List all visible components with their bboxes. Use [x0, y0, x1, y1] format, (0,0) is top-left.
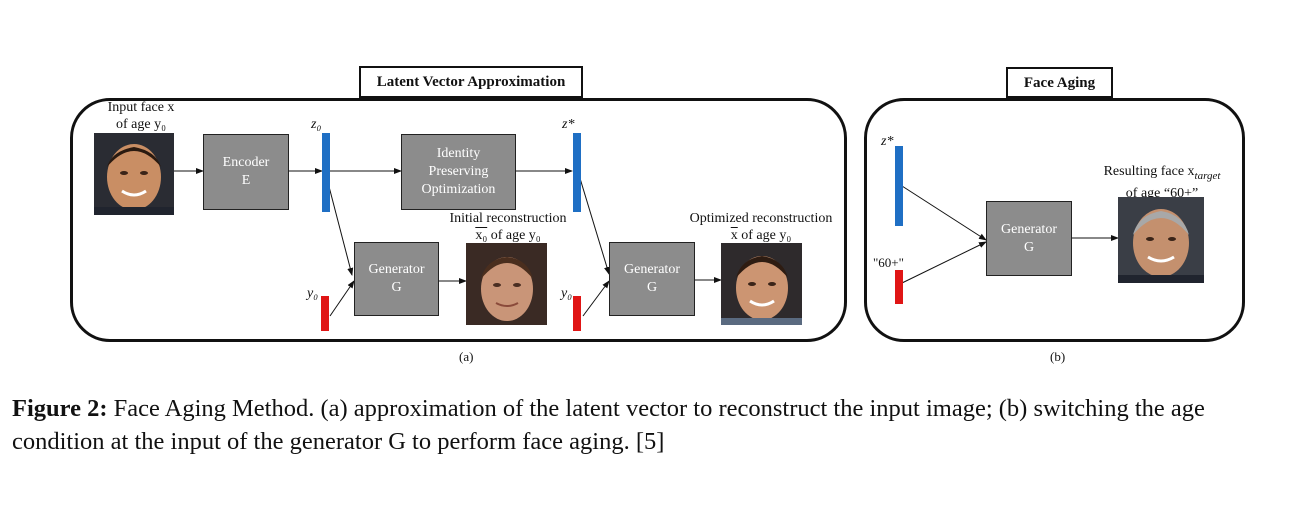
- initial-reconstruction-image: [466, 243, 547, 325]
- generator1-symbol: G: [391, 280, 402, 295]
- input-face-image: [94, 133, 174, 215]
- encoder-block: Encoder E: [203, 134, 289, 210]
- initial-reconstruction-age: of age y₀: [487, 228, 541, 243]
- age-condition-label: "60+": [873, 255, 904, 270]
- panel-b-title: Face Aging: [1006, 67, 1113, 98]
- generator2-symbol: G: [646, 280, 658, 295]
- y0-condition-vector-1: [321, 296, 329, 331]
- figure-caption: Figure 2: Face Aging Method. (a) approxi…: [12, 392, 1282, 458]
- zstar-label-a: z*: [562, 117, 575, 132]
- panel-a-label: (a): [459, 349, 474, 364]
- generator-block-b: Generator G: [986, 201, 1072, 276]
- y0-label-2: y₀: [561, 286, 573, 301]
- resulting-face-image: [1118, 197, 1204, 283]
- z0-latent-vector: [322, 133, 330, 212]
- generator-b-symbol: G: [1023, 239, 1035, 255]
- arrow-y0-to-generator1: [329, 280, 355, 317]
- resulting-face-line1: Resulting face xtarget: [1092, 163, 1232, 185]
- optimized-reconstruction-age: of age y₀: [737, 228, 792, 243]
- generator2-label: Generator: [624, 262, 680, 277]
- panel-b-frame: [864, 98, 1245, 342]
- initial-reconstruction-label: Initial reconstruction x₀ of age y₀: [438, 210, 578, 244]
- resulting-face-label: Resulting face xtarget of age “60+”: [1092, 163, 1232, 202]
- panel-a-frame: [70, 98, 847, 342]
- generator-block-1: Generator G: [354, 242, 439, 316]
- panel-a-title: Latent Vector Approximation: [359, 66, 583, 98]
- initial-reconstruction-line1: Initial reconstruction: [449, 211, 567, 226]
- generator-block-2: Generator G: [609, 242, 695, 316]
- caption-text: Face Aging Method. (a) approximation of …: [12, 395, 1205, 455]
- encoder-symbol: E: [241, 173, 251, 188]
- optimized-reconstruction-line2: x of age y₀: [683, 227, 839, 244]
- panel-b-label: (b): [1050, 349, 1066, 364]
- arrow-zstar-b-to-generator: [901, 185, 987, 241]
- generator-b-label: Generator: [1001, 221, 1057, 237]
- age-condition-vector: [895, 270, 903, 304]
- x0-bar-symbol: x₀: [475, 228, 488, 243]
- arrow-zstar-to-generator2: [578, 174, 610, 275]
- input-face-label: Input face x of age y₀: [96, 99, 186, 133]
- ipo-label-line3: Optimization: [421, 182, 496, 197]
- resulting-face-text: Resulting face x: [1103, 164, 1195, 179]
- resulting-face-subscript: target: [1194, 169, 1221, 182]
- zstar-label-b: z*: [881, 134, 894, 149]
- y0-label-1: y₀: [307, 286, 319, 301]
- optimized-reconstruction-line1: Optimized reconstruction: [689, 211, 833, 226]
- input-face-label-line1: Input face x: [107, 100, 175, 115]
- zstar-latent-vector-a: [573, 133, 581, 212]
- y0-condition-vector-2: [573, 296, 581, 331]
- caption-figure-number: Figure 2:: [12, 395, 108, 422]
- initial-reconstruction-line2: x₀ of age y₀: [438, 227, 578, 244]
- arrow-y0-to-generator2: [582, 280, 610, 317]
- encoder-label: Encoder: [222, 155, 270, 170]
- input-face-label-line2: of age y₀: [116, 117, 166, 132]
- arrow-z0-to-generator1: [325, 174, 354, 276]
- arrow-age-to-generator: [901, 241, 987, 284]
- ipo-label-line2: Preserving: [428, 164, 489, 179]
- x-bar-symbol: x: [730, 228, 738, 243]
- generator1-label: Generator: [368, 262, 425, 277]
- z0-label: z₀: [311, 117, 322, 132]
- identity-preserving-optimization-block: Identity Preserving Optimization: [401, 134, 516, 210]
- ipo-label-line1: Identity: [436, 146, 481, 161]
- optimized-reconstruction-image: [721, 243, 802, 325]
- optimized-reconstruction-label: Optimized reconstruction x of age y₀: [683, 210, 839, 244]
- zstar-latent-vector-b: [895, 146, 903, 226]
